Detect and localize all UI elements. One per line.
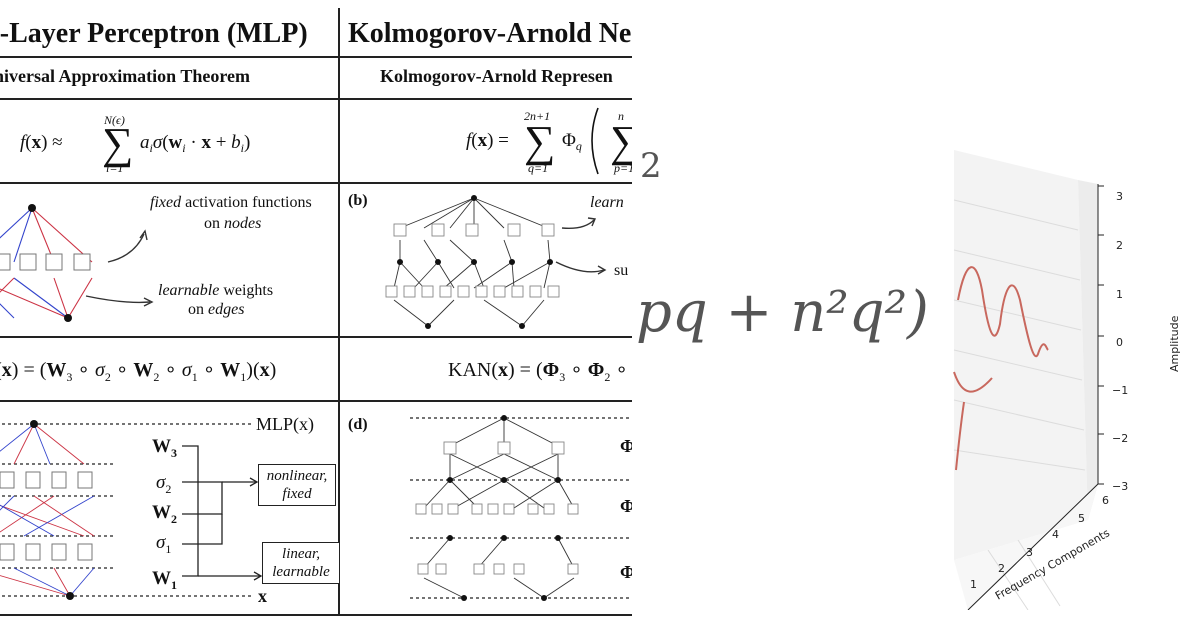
mlp-x-label: MLP(x) — [256, 414, 314, 434]
su-fragment: su — [614, 262, 629, 279]
w2-label: W2 — [152, 502, 177, 526]
subheader-mlp: niversal Approximation Theorem — [0, 66, 251, 86]
rule-6 — [0, 614, 632, 616]
series-curve — [957, 266, 1049, 358]
formula-row: f(x) ≈ ∑ N(ϵ) i=1 aiσ(wi · x + bi) f(x) … — [20, 107, 632, 175]
on-word: on — [204, 215, 220, 232]
comparison-table-panel: i-Layer Perceptron (MLP) Kolmogorov-Arno… — [0, 8, 632, 616]
z-tick-m1: −1 — [1112, 384, 1128, 397]
column-divider — [338, 8, 340, 614]
side-pane — [1078, 180, 1098, 520]
fixed-text: fixed — [282, 486, 312, 502]
series-curve-3 — [955, 401, 965, 471]
w3-label: W3 — [152, 436, 177, 460]
nodes-word: nodes — [224, 215, 262, 232]
kan-phi: Φq — [562, 130, 582, 153]
rule-3 — [0, 182, 632, 184]
learn-fragment: learn — [590, 194, 624, 211]
kan-formula-left: f(x) = — [466, 130, 509, 151]
x-tick-5: 5 — [1078, 512, 1085, 525]
row-b-diagrams — [0, 195, 607, 329]
nonlinear-text: nonlinear, — [266, 468, 328, 484]
series-curve-2 — [953, 371, 993, 393]
on-nodes-text: on nodes — [204, 215, 261, 233]
kan-inner-bottom: p=1 — [613, 161, 632, 175]
fixed-activation-text: fixed activation functions — [150, 194, 312, 212]
kan-sum-top: 2n+1 — [524, 109, 550, 123]
kan-inner-sum: ∑ — [610, 117, 632, 166]
phi1-fragment: Φ — [620, 562, 632, 582]
mlp-formula-left: f(x) ≈ — [20, 132, 63, 153]
rule-5 — [0, 400, 632, 402]
formula-fragment: pq + n²q²) — [636, 280, 929, 345]
label-b: (b) — [348, 192, 368, 209]
on-word-2: on — [188, 301, 204, 318]
floor-pane — [954, 484, 1098, 610]
linear-text: linear, — [282, 546, 320, 562]
mlp-composition: P(x) = (W3 ∘ σ2 ∘ W2 ∘ σ1 ∘ W1)(x) — [0, 359, 276, 384]
phi2-fragment: Φ — [620, 496, 632, 516]
z-tick-3: 3 — [1116, 190, 1123, 203]
on-edges-text: on edges — [188, 301, 244, 319]
header-mlp: i-Layer Perceptron (MLP) — [0, 18, 308, 49]
nonlinear-fixed-box: nonlinear, fixed — [258, 464, 336, 506]
mlp-sum-bottom: i=1 — [106, 161, 123, 175]
plot-3d: 3 2 1 0 −1 −2 −3 1 2 3 4 5 6 Amplitude F… — [953, 150, 1181, 610]
kan-sum-bottom: q=1 — [528, 161, 548, 175]
x-tick-3: 3 — [1026, 546, 1033, 559]
x-tick-2: 2 — [998, 562, 1005, 575]
mlp-sum-top: N(ϵ) — [103, 113, 125, 127]
w1-label: W1 — [152, 568, 177, 592]
z-tick-0: 0 — [1116, 336, 1123, 349]
z-tick-1: 1 — [1116, 288, 1123, 301]
linear-learnable-box: linear, learnable — [262, 542, 340, 584]
z-axis-label: Amplitude — [1168, 315, 1181, 372]
subheader-kan: Kolmogorov-Arnold Represen — [380, 66, 613, 86]
row-d-diagrams: W3 σ2 W2 σ1 W1 — [0, 415, 632, 601]
kan-sum-sign: ∑ — [524, 117, 555, 166]
x-tick-1: 1 — [970, 578, 977, 591]
rule-1 — [0, 56, 632, 58]
z-tick-m2: −2 — [1112, 432, 1128, 445]
x-tick-4: 4 — [1052, 528, 1059, 541]
mlp-sum-sign: ∑ — [102, 119, 133, 168]
z-tick-2: 2 — [1116, 239, 1123, 252]
edges-word: edges — [208, 301, 245, 318]
x-tick-6: 6 — [1102, 494, 1109, 507]
learnable-word: learnable — [158, 282, 220, 299]
mlp-formula-right: aiσ(wi · x + bi) — [140, 132, 250, 155]
fixed-word: fixed — [150, 194, 182, 211]
x-label: x — [258, 586, 267, 606]
rule-2 — [0, 98, 632, 100]
learnable-weights-text: learnable weights — [158, 282, 273, 300]
composition-row: P(x) = (W3 ∘ σ2 ∘ W2 ∘ σ1 ∘ W1)(x) KAN(x… — [0, 359, 628, 384]
learnable-text: learnable — [272, 564, 330, 580]
z-tick-m3: −3 — [1112, 480, 1128, 493]
kan-composition: KAN(x) = (Φ3 ∘ Φ2 ∘ — [448, 359, 628, 384]
label-d: (d) — [348, 416, 368, 433]
x-axis — [967, 483, 1099, 610]
sigma2-label: σ2 — [156, 472, 171, 496]
header-kan: Kolmogorov-Arnold Ne — [348, 18, 632, 49]
weights-word: weights — [223, 282, 274, 299]
superscript-fragment: 2 — [640, 146, 662, 186]
phi3-fragment: Φ — [620, 436, 632, 456]
rule-4 — [0, 336, 632, 338]
back-pane — [954, 150, 1088, 560]
kan-inner-top: n — [618, 109, 624, 123]
mlp-kan-table: i-Layer Perceptron (MLP) Kolmogorov-Arno… — [0, 8, 632, 616]
sigma1-label: σ1 — [156, 532, 171, 556]
activation-words: activation functions — [185, 194, 312, 211]
